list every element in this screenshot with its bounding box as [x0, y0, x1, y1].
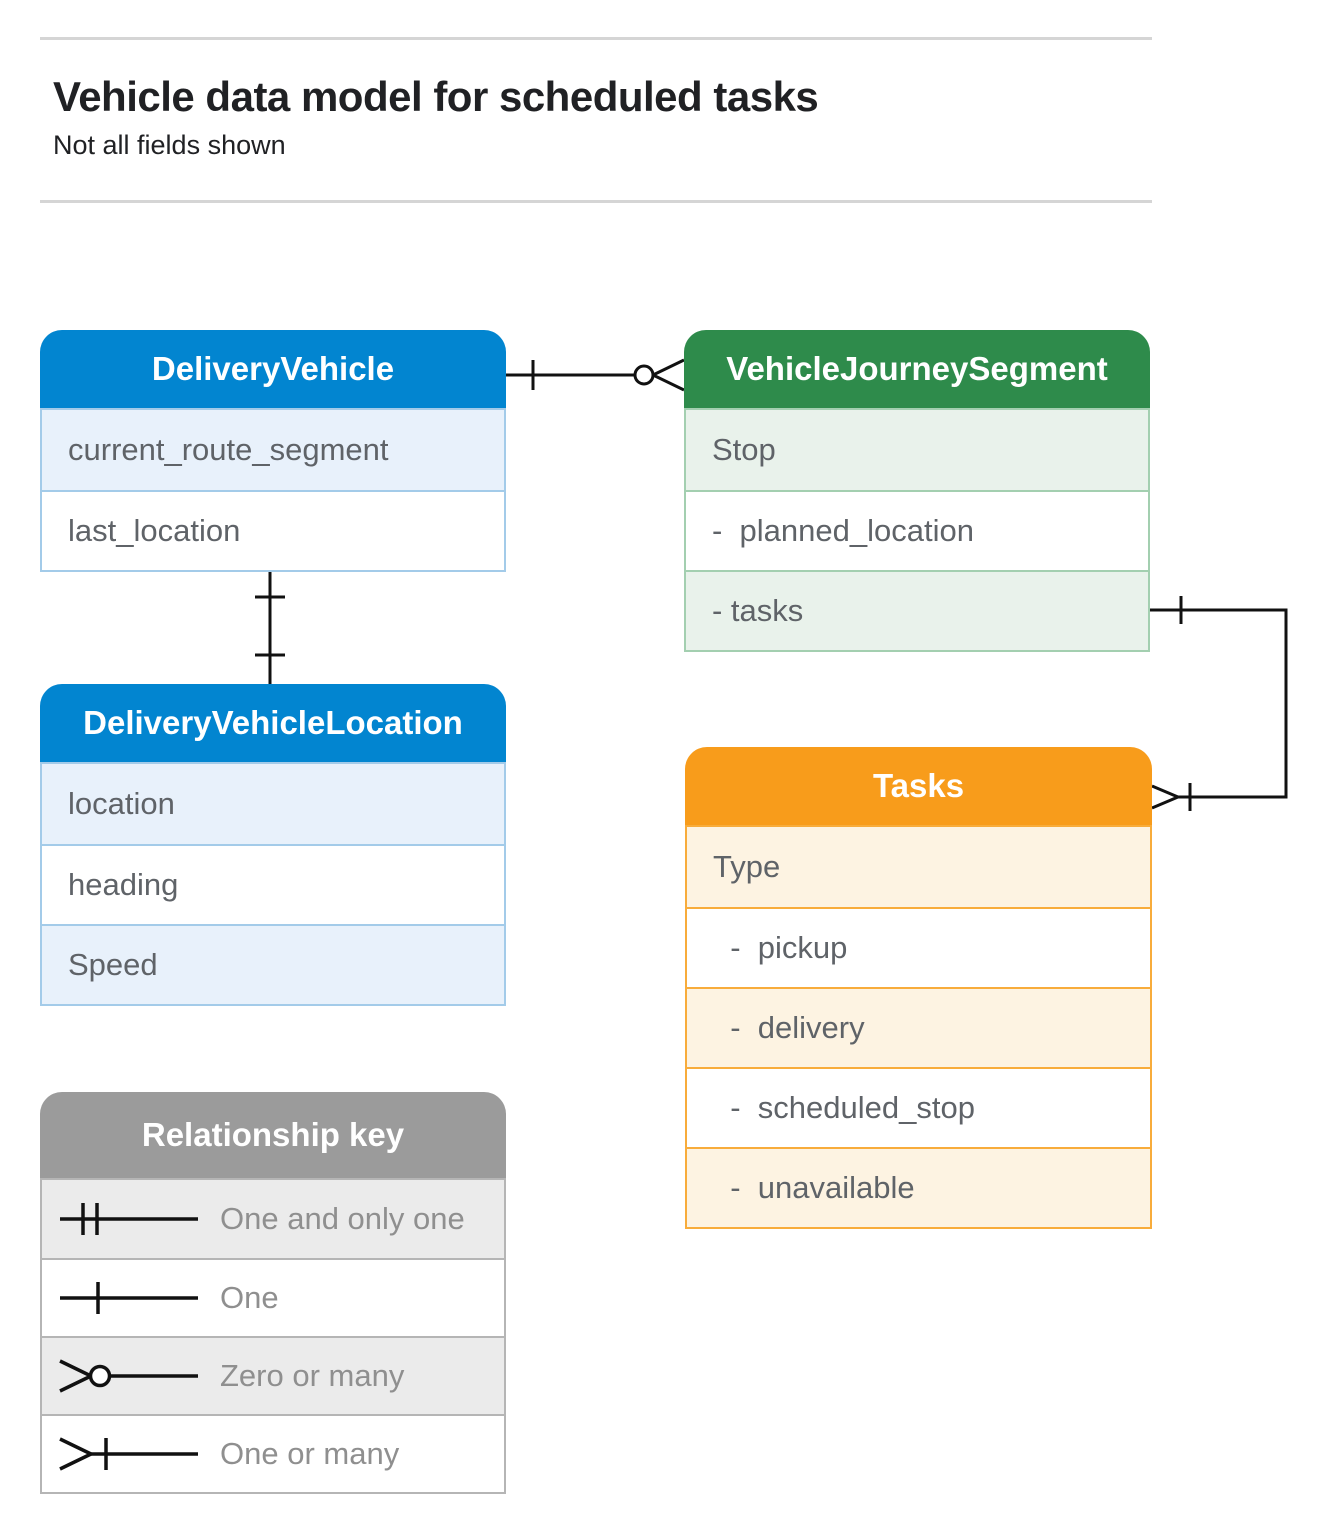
page-subtitle: Not all fields shown [53, 130, 286, 160]
field-row: - unavailable [687, 1147, 1150, 1227]
connector-deliveryvehicle-deliveryvehiclelocation [255, 568, 285, 684]
legend-item: One [42, 1258, 504, 1336]
entity-delivery-vehicle-location: DeliveryVehicleLocation location heading… [40, 684, 506, 1006]
legend-label: One [220, 1280, 279, 1315]
entity-tasks: Tasks Type - pickup - delivery - schedul… [685, 747, 1152, 1229]
field-row: Speed [42, 924, 504, 1004]
connector-deliveryvehicle-vehiclejourneysegment [506, 358, 685, 392]
relationship-key-items: One and only one One Zero or many [40, 1178, 506, 1494]
legend-label: One or many [220, 1436, 400, 1471]
entity-vehicle-journey-segment-title: VehicleJourneySegment [684, 330, 1150, 408]
relationship-key-title: Relationship key [40, 1092, 506, 1178]
one-and-only-one-icon [60, 1203, 198, 1235]
entity-vehicle-journey-segment-fields: Stop - planned_location - tasks [684, 408, 1150, 652]
entity-delivery-vehicle-location-fields: location heading Speed [40, 762, 506, 1006]
entity-tasks-title: Tasks [685, 747, 1152, 825]
field-row: current_route_segment [42, 410, 504, 490]
field-row: - planned_location [686, 490, 1148, 570]
entity-delivery-vehicle-fields: current_route_segment last_location [40, 408, 506, 572]
entity-delivery-vehicle-title: DeliveryVehicle [40, 330, 506, 408]
legend-item: Zero or many [42, 1336, 504, 1414]
crow-foot-icon [1151, 784, 1179, 810]
entity-delivery-vehicle-location-title: DeliveryVehicleLocation [40, 684, 506, 762]
connector-vehiclejourneysegment-tasks [1150, 596, 1288, 811]
zero-or-many-icon [59, 1359, 198, 1393]
zero-circle-icon [633, 364, 655, 386]
field-row: - tasks [686, 570, 1148, 650]
divider-bottom [40, 200, 1152, 203]
divider-top [40, 37, 1152, 40]
field-row: - scheduled_stop [687, 1067, 1150, 1147]
entity-tasks-fields: Type - pickup - delivery - scheduled_sto… [685, 825, 1152, 1229]
one-icon [60, 1282, 198, 1314]
field-row: Stop [686, 410, 1148, 490]
entity-delivery-vehicle: DeliveryVehicle current_route_segment la… [40, 330, 506, 572]
field-row: - pickup [687, 907, 1150, 987]
one-or-many-icon [59, 1437, 198, 1471]
page-title: Vehicle data model for scheduled tasks [53, 73, 819, 120]
legend-label: One and only one [220, 1201, 465, 1236]
relationship-key: Relationship key One and only one One [40, 1092, 506, 1494]
legend-item: One and only one [42, 1180, 504, 1258]
field-row: Type [687, 827, 1150, 907]
legend-label: Zero or many [220, 1358, 405, 1393]
field-row: heading [42, 844, 504, 924]
field-row: - delivery [687, 987, 1150, 1067]
entity-vehicle-journey-segment: VehicleJourneySegment Stop - planned_loc… [684, 330, 1150, 652]
field-row: location [42, 764, 504, 844]
legend-item: One or many [42, 1414, 504, 1492]
field-row: last_location [42, 490, 504, 570]
crow-foot-icon [652, 358, 685, 392]
